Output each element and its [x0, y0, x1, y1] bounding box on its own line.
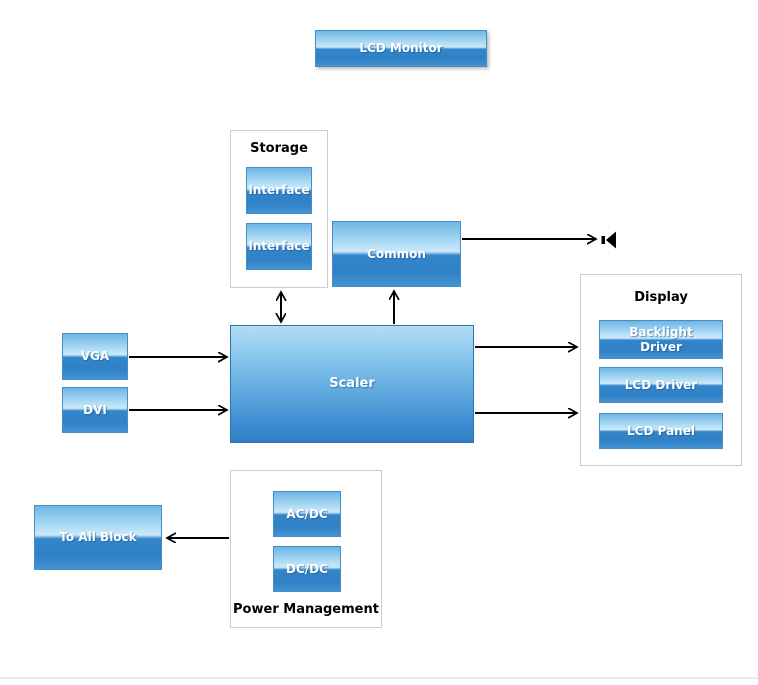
block-storage-interface-1-label: Interface: [248, 183, 310, 197]
group-storage[interactable]: Storage Interface Interface: [230, 130, 328, 288]
block-to-all-block[interactable]: To All Block: [34, 505, 162, 570]
block-common-label: Common: [367, 246, 426, 261]
block-lcd-panel[interactable]: LCD Panel: [599, 413, 723, 449]
block-backlight-driver-label: Backlight Driver: [629, 324, 693, 354]
block-dcdc[interactable]: DC/DC: [273, 546, 341, 592]
speaker-icon: [601, 231, 616, 249]
block-common[interactable]: Common: [332, 221, 461, 287]
block-dvi[interactable]: DVI: [62, 387, 128, 433]
block-to-all-block-label: To All Block: [59, 530, 137, 544]
block-lcd-monitor[interactable]: LCD Monitor: [315, 30, 487, 67]
group-display-label: Display: [634, 290, 688, 305]
block-vga-label: VGA: [80, 349, 110, 363]
block-storage-interface-2-label: Interface: [248, 239, 310, 253]
block-acdc-label: AC/DC: [286, 506, 328, 521]
block-scaler-label: Scaler: [329, 375, 375, 391]
block-lcd-monitor-label: LCD Monitor: [359, 41, 443, 55]
group-storage-label: Storage: [250, 141, 308, 156]
block-acdc[interactable]: AC/DC: [273, 491, 341, 537]
block-scaler[interactable]: Scaler: [230, 325, 474, 443]
block-storage-interface-1[interactable]: Interface: [246, 167, 312, 214]
block-lcd-panel-label: LCD Panel: [627, 423, 695, 438]
block-lcd-driver[interactable]: LCD Driver: [599, 367, 723, 403]
group-power-management[interactable]: AC/DC DC/DC Power Management: [230, 470, 382, 628]
block-storage-interface-2[interactable]: Interface: [246, 223, 312, 270]
block-lcd-driver-label: LCD Driver: [624, 377, 698, 392]
group-display[interactable]: Display Backlight Driver LCD Driver LCD …: [580, 274, 742, 466]
block-dvi-label: DVI: [83, 402, 107, 417]
block-backlight-driver[interactable]: Backlight Driver: [599, 320, 723, 359]
block-vga[interactable]: VGA: [62, 333, 128, 380]
block-dcdc-label: DC/DC: [286, 561, 328, 576]
bottom-divider: [0, 677, 758, 679]
group-power-management-label: Power Management: [233, 602, 379, 617]
